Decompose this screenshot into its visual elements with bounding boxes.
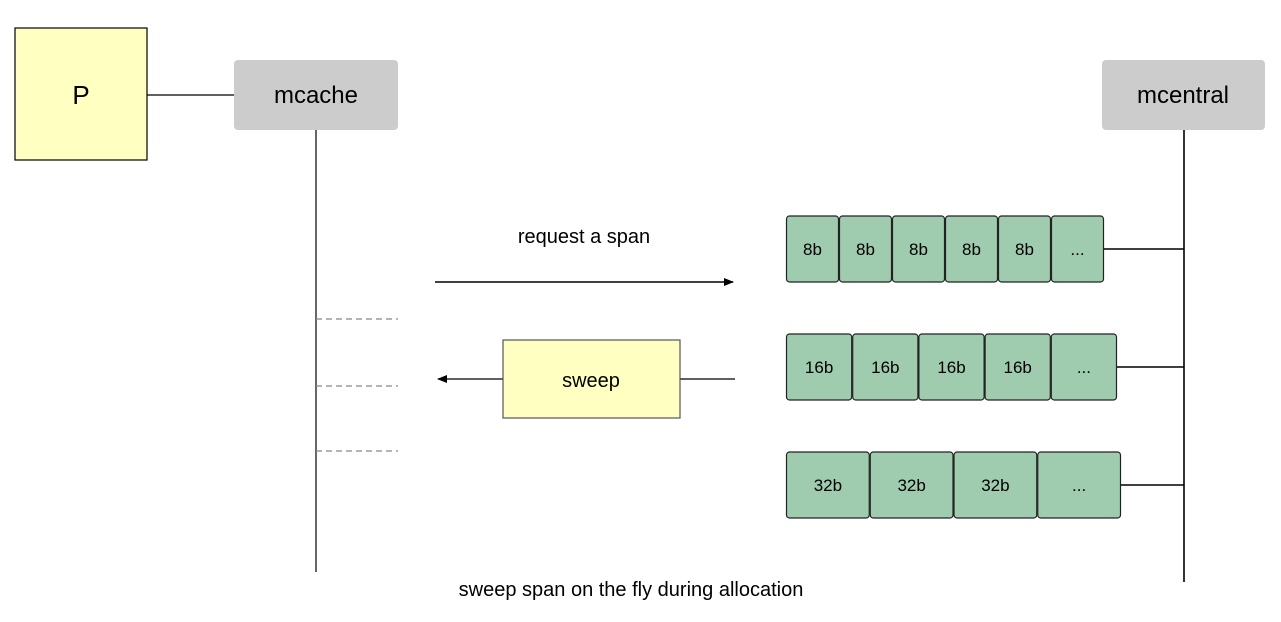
span-cell — [1037, 451, 1122, 519]
caption: sweep span on the fly during allocation — [459, 579, 804, 601]
span-cell-label: 8b — [1015, 240, 1034, 259]
span-cell-label: 16b — [805, 358, 833, 377]
span-cell — [838, 215, 893, 283]
mcentral-label: mcentral — [1137, 82, 1229, 109]
span-list-row: 8b 8b 8b 8b 8b... — [785, 215, 1184, 283]
span-cell-label: ... — [1070, 240, 1084, 259]
span-cell-label: 8b — [803, 240, 822, 259]
span-cell — [869, 451, 954, 519]
p-box — [14, 27, 148, 161]
span-cell-label: 8b — [962, 240, 981, 259]
sweep-node: sweep — [502, 339, 681, 419]
span-cell-label: 32b — [814, 476, 842, 495]
span-cell-label: ... — [1072, 476, 1086, 495]
span-cell — [1050, 333, 1118, 401]
span-cell-label: 8b — [856, 240, 875, 259]
mcache-box — [234, 60, 398, 130]
span-cell — [944, 215, 999, 283]
span-cell-label: 16b — [871, 358, 899, 377]
span-cell-label: 16b — [1004, 358, 1032, 377]
span-cell — [852, 333, 919, 401]
sweep-label: sweep — [562, 370, 620, 392]
span-list-row: 32b 32b 32b... — [785, 451, 1184, 519]
mcache-node: mcache — [234, 60, 398, 130]
span-cell — [785, 451, 870, 519]
span-cell — [785, 215, 840, 283]
span-cell — [918, 333, 985, 401]
span-cell — [1050, 215, 1105, 283]
p-label: P — [72, 80, 89, 110]
span-cell — [785, 333, 853, 401]
span-cell-label: 32b — [981, 476, 1009, 495]
sweep-box — [502, 339, 681, 419]
mcache-label: mcache — [274, 82, 358, 109]
request-label: request a span — [518, 226, 650, 248]
mcentral-box — [1102, 60, 1265, 130]
span-cell-label: 32b — [897, 476, 925, 495]
p-node: P — [14, 27, 148, 161]
span-cell — [984, 333, 1051, 401]
span-cell — [997, 215, 1052, 283]
span-cell — [953, 451, 1038, 519]
span-cell-label: 8b — [909, 240, 928, 259]
span-list-row: 16b 16b 16b 16b... — [785, 333, 1184, 401]
span-cell-label: ... — [1077, 358, 1091, 377]
span-lists: 8b 8b 8b 8b 8b... 16b 16b 16b 16b... 32b 32b 32b... — [785, 215, 1184, 519]
span-cell-label: 16b — [937, 358, 965, 377]
mcentral-node: mcentral — [1102, 60, 1265, 130]
span-cell — [891, 215, 946, 283]
